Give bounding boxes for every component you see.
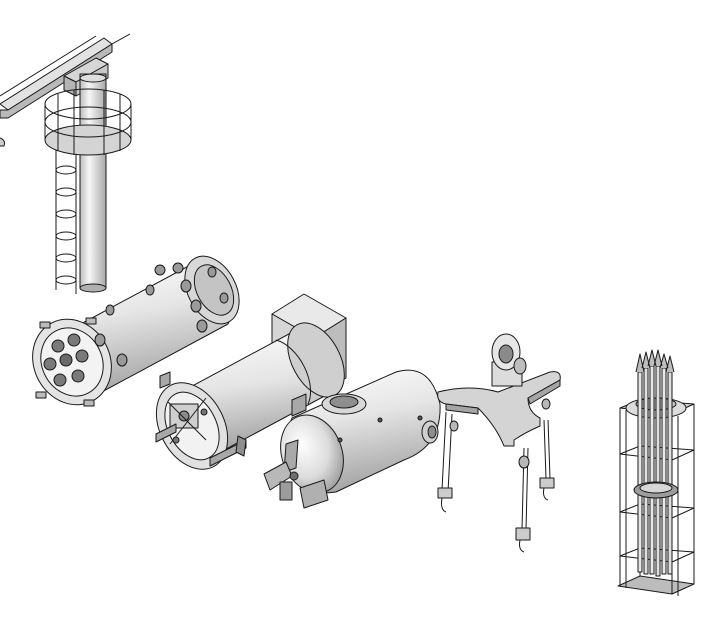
boxed-drum-icon [155, 293, 347, 470]
agitator-blades-icon [263, 439, 329, 509]
agitated-tank-icon [263, 369, 441, 509]
flanged-vessel-icon [32, 255, 240, 407]
lifting-yoke-icon [437, 333, 561, 553]
hook-assemblies [437, 398, 555, 553]
ladder-rungs [55, 165, 77, 285]
fuel-rack-icon [617, 349, 695, 596]
column-icon [44, 73, 132, 294]
shell-nozzles [94, 262, 229, 367]
rod-bundle [635, 349, 675, 577]
